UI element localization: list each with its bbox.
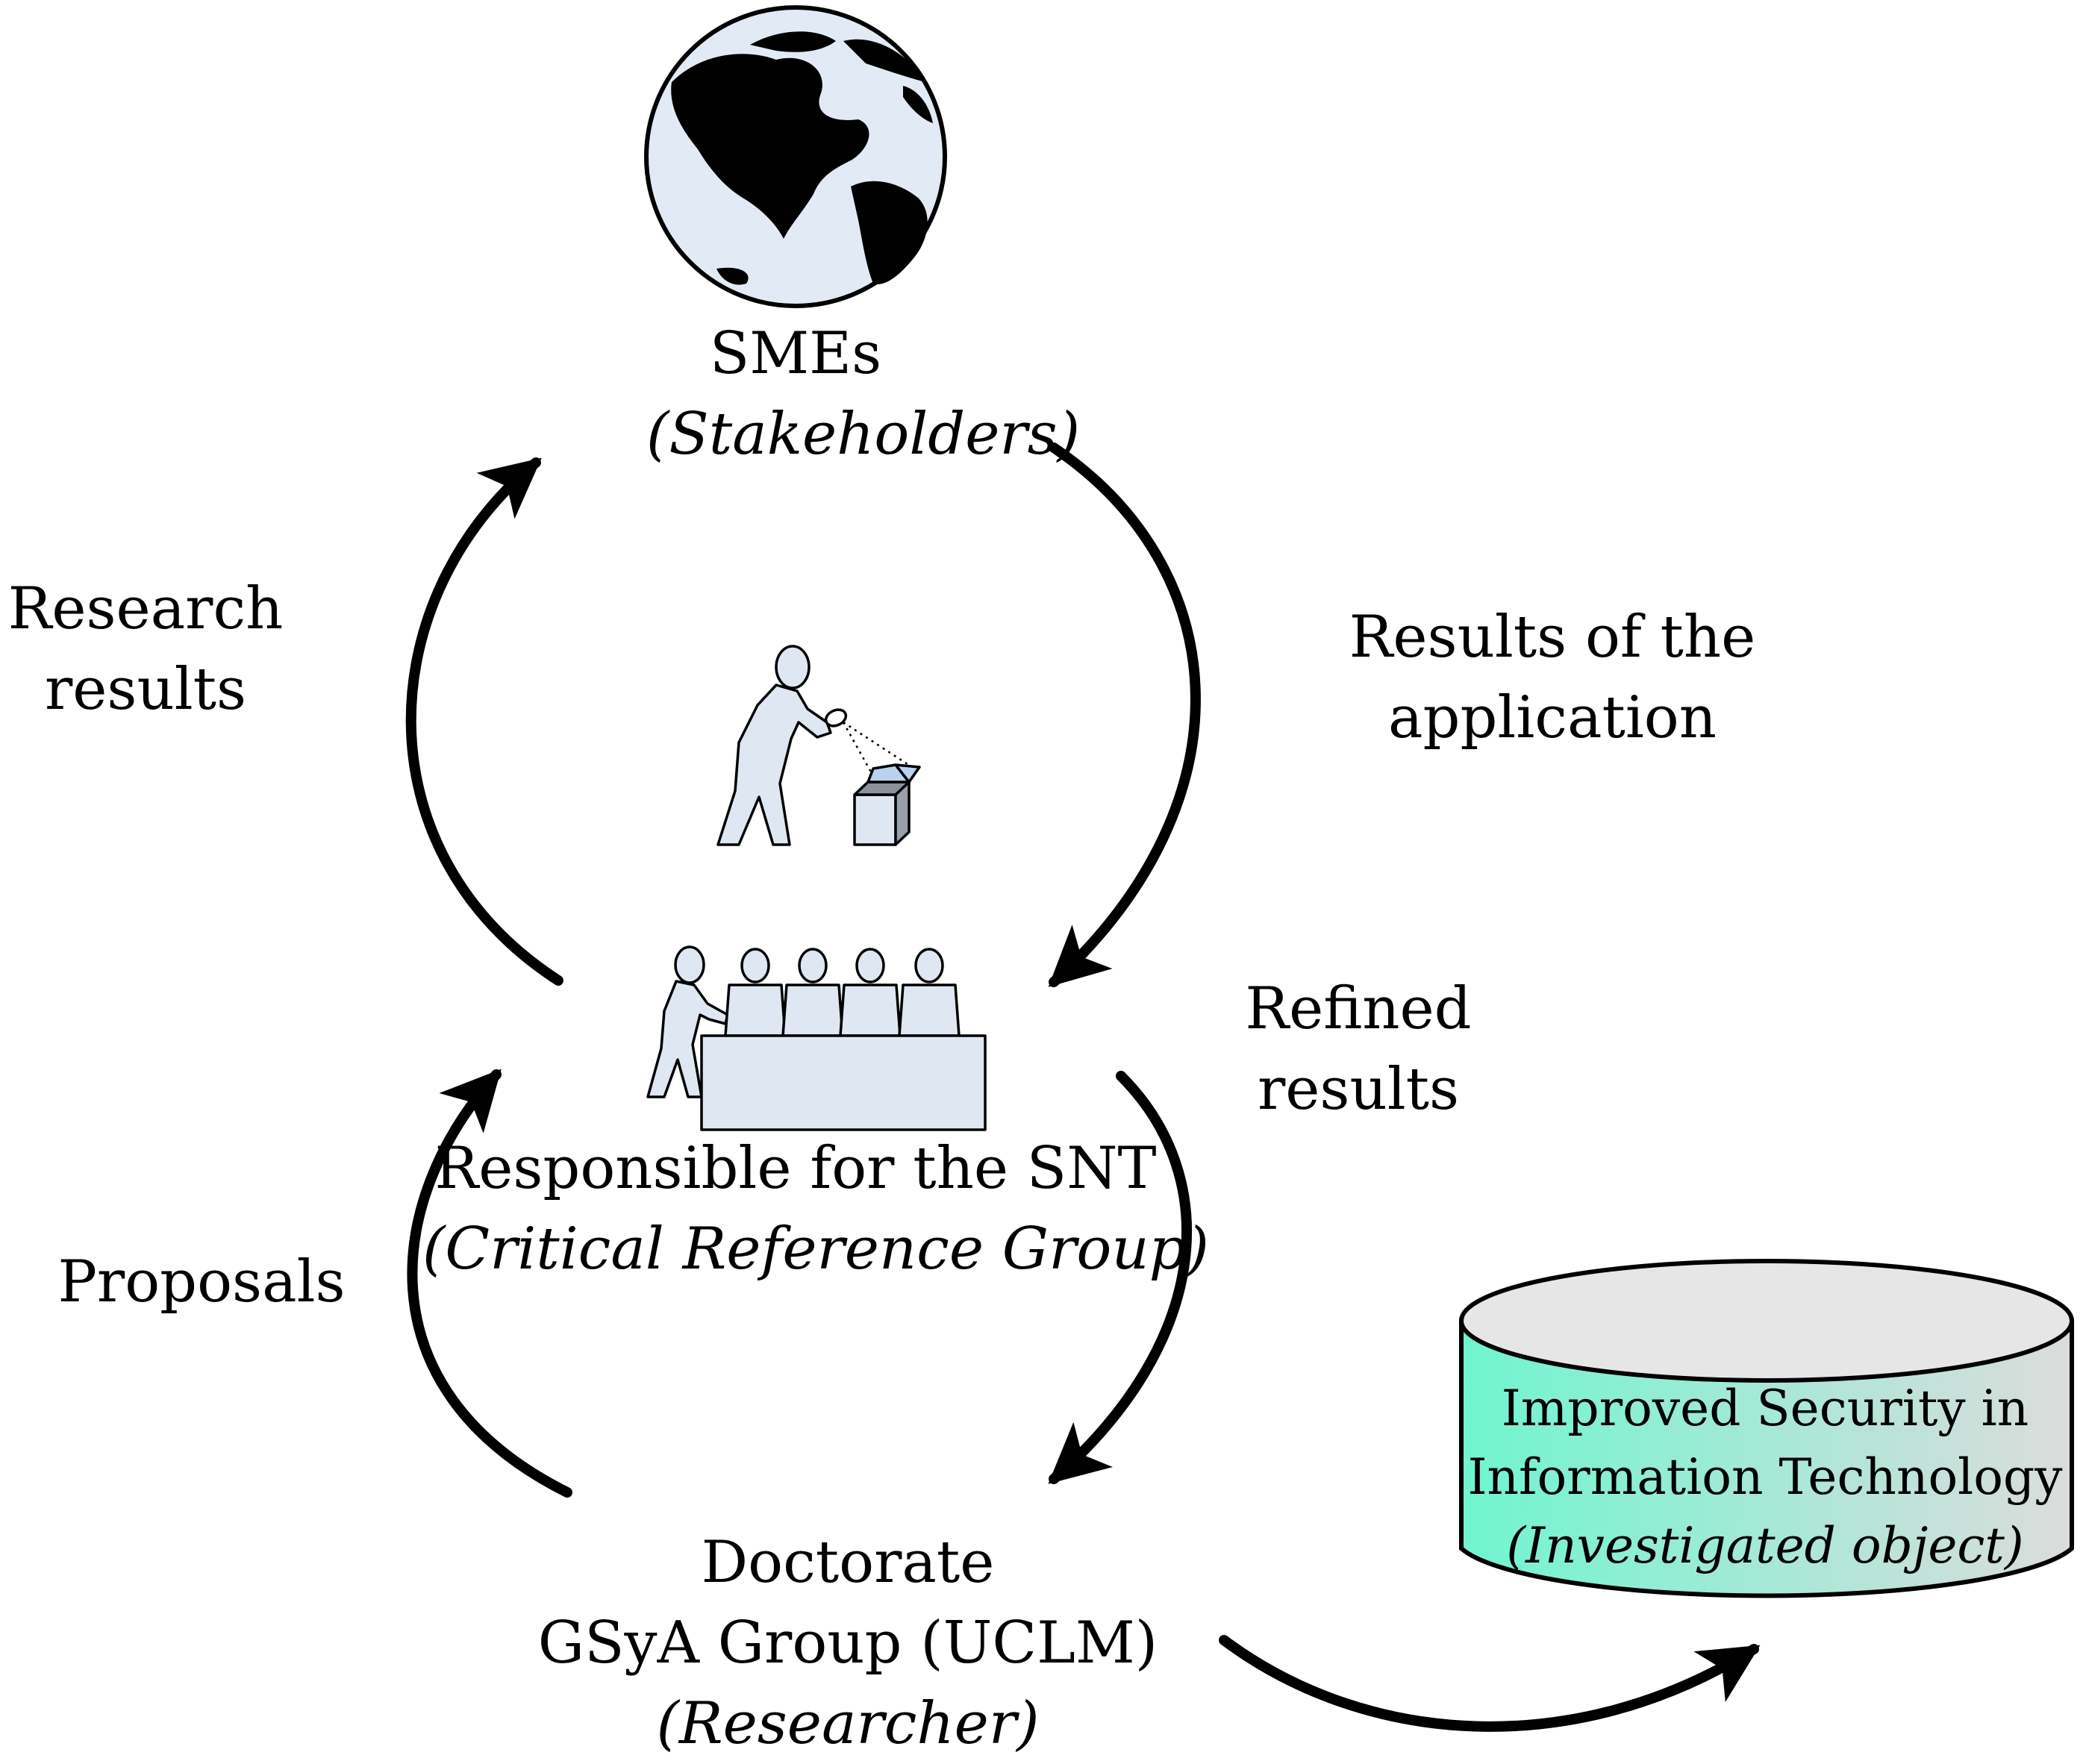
results-application-label: Results of the application [1328, 597, 1776, 758]
crg-label: Responsible for the SNT (Critical Refere… [422, 1128, 1209, 1289]
results-application-line1: Results of the [1349, 604, 1756, 671]
arrow-proposals [407, 1069, 572, 1498]
database-cylinder-icon [1459, 1259, 2074, 1598]
globe-icon [644, 5, 947, 308]
object-label: Improved Security in Information Technol… [1455, 1374, 2075, 1580]
arrow-results-application [1048, 442, 1201, 987]
smes-label: SMEs (Stakeholders) [646, 313, 1081, 475]
proposals-label: Proposals [15, 1242, 388, 1322]
researcher-role: (Researcher) [656, 1690, 1040, 1757]
crg-title: Responsible for the SNT [434, 1135, 1157, 1202]
cycle-arrows [405, 442, 1761, 1732]
researcher-title-line1: Doctorate [701, 1529, 995, 1596]
object-title-line1: Improved Security in [1501, 1380, 2029, 1437]
arrow-research-results [405, 457, 563, 986]
refined-results-line1: Refined [1245, 975, 1472, 1042]
research-results-label: Research results [0, 569, 291, 730]
smes-title: SMEs [709, 320, 882, 387]
object-role: (Investigated object) [1506, 1517, 2024, 1574]
committee-icon [646, 945, 987, 1131]
arrow-to-object [1219, 1635, 1761, 1732]
research-results-line1: Research [7, 575, 284, 642]
object-title-line2: Information Technology [1467, 1448, 2063, 1506]
research-results-line2: results [44, 656, 247, 723]
researcher-label: Doctorate GSyA Group (UCLM) (Researcher) [475, 1522, 1221, 1764]
researcher-title-line2: GSyA Group (UCLM) [537, 1610, 1158, 1677]
crg-role: (Critical Reference Group) [422, 1216, 1209, 1283]
arrow-refined-results [1048, 1071, 1192, 1484]
inspector-icon [716, 645, 921, 846]
refined-results-line2: results [1257, 1056, 1460, 1123]
proposals-text: Proposals [57, 1248, 346, 1316]
refined-results-label: Refined results [1209, 969, 1508, 1130]
results-application-line2: application [1388, 684, 1717, 751]
smes-role: (Stakeholders) [646, 401, 1081, 468]
